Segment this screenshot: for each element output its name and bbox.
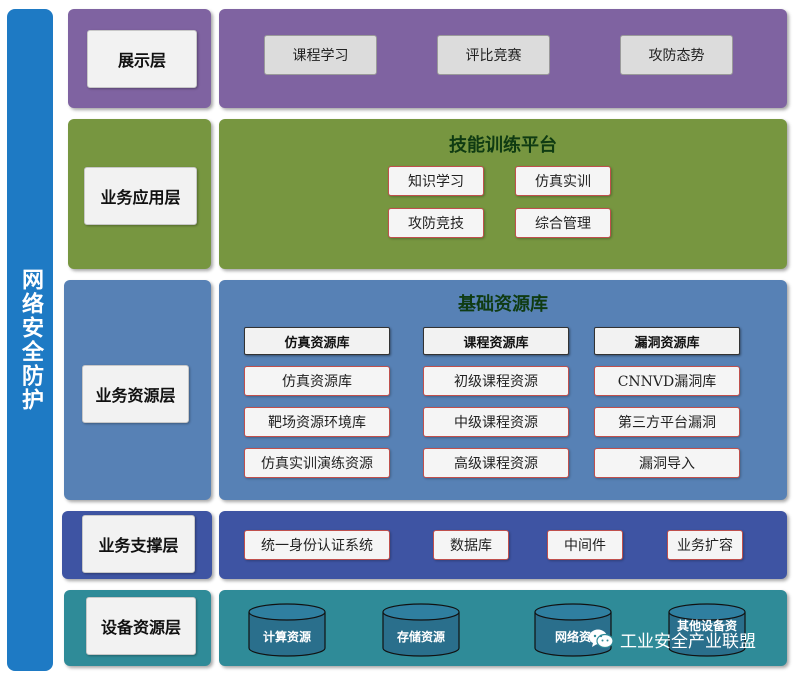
application-layer-panel — [219, 119, 787, 269]
security-sidebar: 网络安全防护 — [7, 9, 53, 671]
app-item-comprehensive-management: 综合管理 — [515, 208, 611, 238]
resource-item-beginner-course: 初级课程资源 — [423, 366, 569, 396]
resource-item-simulation-drill-resource: 仿真实训演练资源 — [244, 448, 390, 478]
storage-resource-cylinder — [382, 603, 460, 657]
resource-item-cnnvd-library: CNNVD漏洞库 — [594, 366, 740, 396]
support-item-middleware: 中间件 — [547, 530, 623, 560]
display-item-attack-defense-situation: 攻防态势 — [620, 35, 733, 75]
device-cylinders — [248, 603, 746, 657]
storage-resource-label: 存储资源 — [396, 630, 445, 644]
base-resource-library-heading: 基础资源库 — [458, 294, 548, 315]
resource-column-header-course: 课程资源库 — [423, 327, 569, 355]
resource-layer-label: 业务资源层 — [82, 365, 189, 423]
app-item-knowledge-learning: 知识学习 — [388, 166, 484, 196]
other-device-resource-label: 其他设备资 — [676, 619, 737, 633]
resource-item-intermediate-course: 中级课程资源 — [423, 407, 569, 437]
resource-column-header-vulnerability: 漏洞资源库 — [594, 327, 740, 355]
support-layer-label: 业务支撑层 — [82, 515, 195, 573]
support-item-database: 数据库 — [433, 530, 509, 560]
watermark-text: 工业安全产业联盟 — [620, 631, 756, 652]
compute-resource-cylinder — [248, 603, 326, 657]
skill-training-platform-heading: 技能训练平台 — [449, 135, 557, 156]
sidebar-title: 网络安全防护 — [18, 268, 43, 412]
device-layer-label: 设备资源层 — [86, 597, 196, 655]
resource-item-simulation-library: 仿真资源库 — [244, 366, 390, 396]
wechat-watermark: 工业安全产业联盟 — [588, 625, 788, 653]
display-item-course-learning: 课程学习 — [264, 35, 377, 75]
app-item-attack-defense-competition: 攻防竞技 — [388, 208, 484, 238]
resource-item-vulnerability-import: 漏洞导入 — [594, 448, 740, 478]
resource-item-third-party-vulnerability: 第三方平台漏洞 — [594, 407, 740, 437]
compute-resource-label: 计算资源 — [262, 630, 311, 644]
resource-item-range-environment-library: 靶场资源环境库 — [244, 407, 390, 437]
support-item-business-expansion: 业务扩容 — [667, 530, 743, 560]
application-layer-label: 业务应用层 — [84, 167, 197, 225]
other-device-resource-cylinder — [668, 603, 746, 657]
resource-item-advanced-course: 高级课程资源 — [423, 448, 569, 478]
support-item-unified-identity-auth: 统一身份认证系统 — [244, 530, 390, 560]
resource-column-header-simulation: 仿真资源库 — [244, 327, 390, 355]
display-item-competition: 评比竞赛 — [437, 35, 550, 75]
network-resource-label: 网络资 — [554, 630, 591, 644]
network-resource-cylinder — [534, 603, 612, 657]
display-layer-label: 展示层 — [87, 30, 197, 88]
wechat-icon — [589, 629, 614, 649]
app-item-simulation-training: 仿真实训 — [515, 166, 611, 196]
